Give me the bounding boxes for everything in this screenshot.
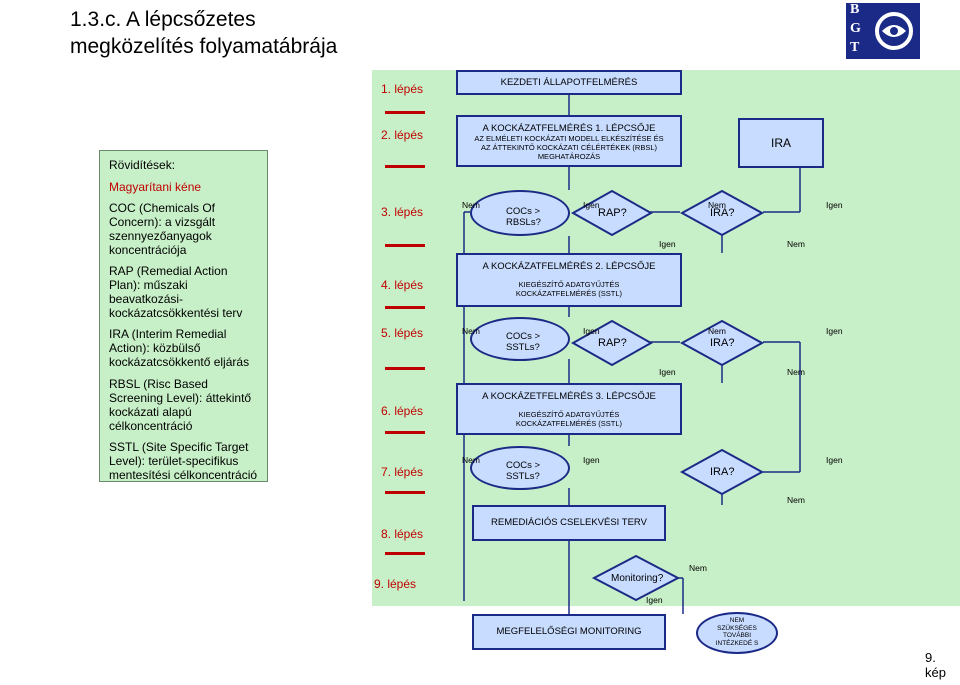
legend-heading: Rövidítések: [109, 158, 176, 172]
page-number: 9. kép [925, 650, 946, 680]
step-separator [385, 491, 425, 494]
no-label: Nem [787, 239, 805, 249]
cocs-sstl-decision: COCs > SSTLs? [470, 317, 570, 361]
logo-swirl-icon [875, 12, 913, 50]
no-label: Nem [708, 200, 726, 210]
yes-label: Igen [659, 239, 676, 249]
yes-label: Igen [583, 455, 600, 465]
rap-question-label: RAP? [598, 207, 627, 219]
title-line-1: 1.3.c. A lépcsőzetes [70, 8, 256, 31]
step-3-label: 3. lépés [381, 205, 424, 219]
no-label: Nem [462, 326, 480, 336]
rap-decision-diamond [570, 189, 654, 237]
ira-question-label: IRA? [710, 466, 735, 478]
no-further-action-ellipse: NEM SZÜKSÉGES TOVÁBBI INTÉZKEDÉ S [696, 612, 778, 654]
step-separator [385, 552, 425, 555]
remedial-action-plan-box: REMEDIÁCIÓS CSELEKVÉSI TERV [472, 505, 666, 541]
monitoring-decision-diamond [591, 554, 681, 602]
initial-assessment-box: KEZDETI ÁLLAPOTFELMÉRÉS [456, 70, 682, 95]
no-label: Nem [462, 200, 480, 210]
legend-subheading: Magyarítani kéne [109, 180, 202, 194]
step-1-label: 1. lépés [381, 82, 424, 96]
title-line-2: megközelítés folyamatábrája [70, 35, 338, 58]
risk-assessment-step1-box: A KOCKÁZATFELMÉRÉS 1. LÉPCSŐJE AZ ELMÉLE… [456, 115, 682, 167]
step-7-label: 7. lépés [381, 465, 424, 479]
ira-decision-diamond [679, 448, 765, 496]
yes-label: Igen [646, 595, 663, 605]
rap-question-label: RAP? [598, 337, 627, 349]
step-separator [385, 306, 425, 309]
step-4-label: 4. lépés [381, 278, 424, 292]
step-5-label: 5. lépés [381, 326, 424, 340]
ira-box: IRA [738, 118, 824, 168]
step-separator [385, 244, 425, 247]
yes-label: Igen [826, 200, 843, 210]
bgt-logo: B G T [846, 3, 920, 59]
legend-item-sstl: SSTL (Site Specific Target Level): terül… [109, 440, 258, 482]
yes-label: Igen [826, 455, 843, 465]
cocs-sstl-decision: COCs > SSTLs? [470, 446, 570, 490]
no-label: Nem [787, 495, 805, 505]
step-6-label: 6. lépés [381, 404, 424, 418]
legend-item-coc: COC (Chemicals Of Concern): a vizsgált s… [109, 201, 216, 257]
step-separator [385, 111, 425, 114]
ira-question-label: IRA? [710, 337, 735, 349]
ira-question-label: IRA? [710, 207, 735, 219]
legend-item-ira: IRA (Interim Remedial Action): közbülső … [109, 327, 250, 369]
monitoring-question-label: Monitoring? [611, 573, 664, 584]
step-8-label: 8. lépés [381, 527, 424, 541]
step-2-label: 2. lépés [381, 128, 424, 142]
yes-label: Igen [583, 200, 600, 210]
step-separator [385, 367, 425, 370]
no-label: Nem [689, 563, 707, 573]
no-label: Nem [462, 455, 480, 465]
risk-assessment-step2-box: A KOCKÁZATFELMÉRÉS 2. LÉPCSŐJE KIEGÉSZÍT… [456, 253, 682, 307]
risk-assessment-step3-box: A KOCKÁZETFELMÉRÉS 3. LÉPCSŐJE KIEGÉSZÍT… [456, 383, 682, 435]
ira-decision-diamond [679, 189, 765, 237]
page-title: 1.3.c. A lépcsőzetes megközelítés folyam… [70, 6, 337, 60]
legend-item-rap: RAP (Remedial Action Plan): műszaki beav… [109, 264, 243, 320]
step-separator [385, 165, 425, 168]
legend-item-rbsl: RBSL (Risc Based Screening Level): áttek… [109, 377, 252, 433]
cocs-rbsl-decision: COCs > RBSLs? [470, 190, 570, 236]
ira-decision-diamond [679, 319, 765, 367]
step-9-label: 9. lépés [374, 577, 417, 591]
compliance-monitoring-box: MEGFELELŐSÉGI MONITORING [472, 614, 666, 650]
yes-label: Igen [659, 367, 676, 377]
rap-decision-diamond [570, 319, 654, 367]
yes-label: Igen [583, 326, 600, 336]
no-label: Nem [787, 367, 805, 377]
abbreviations-legend: Rövidítések: Magyarítani kéne COC (Chemi… [99, 150, 268, 482]
yes-label: Igen [826, 326, 843, 336]
no-label: Nem [708, 326, 726, 336]
step-separator [385, 431, 425, 434]
